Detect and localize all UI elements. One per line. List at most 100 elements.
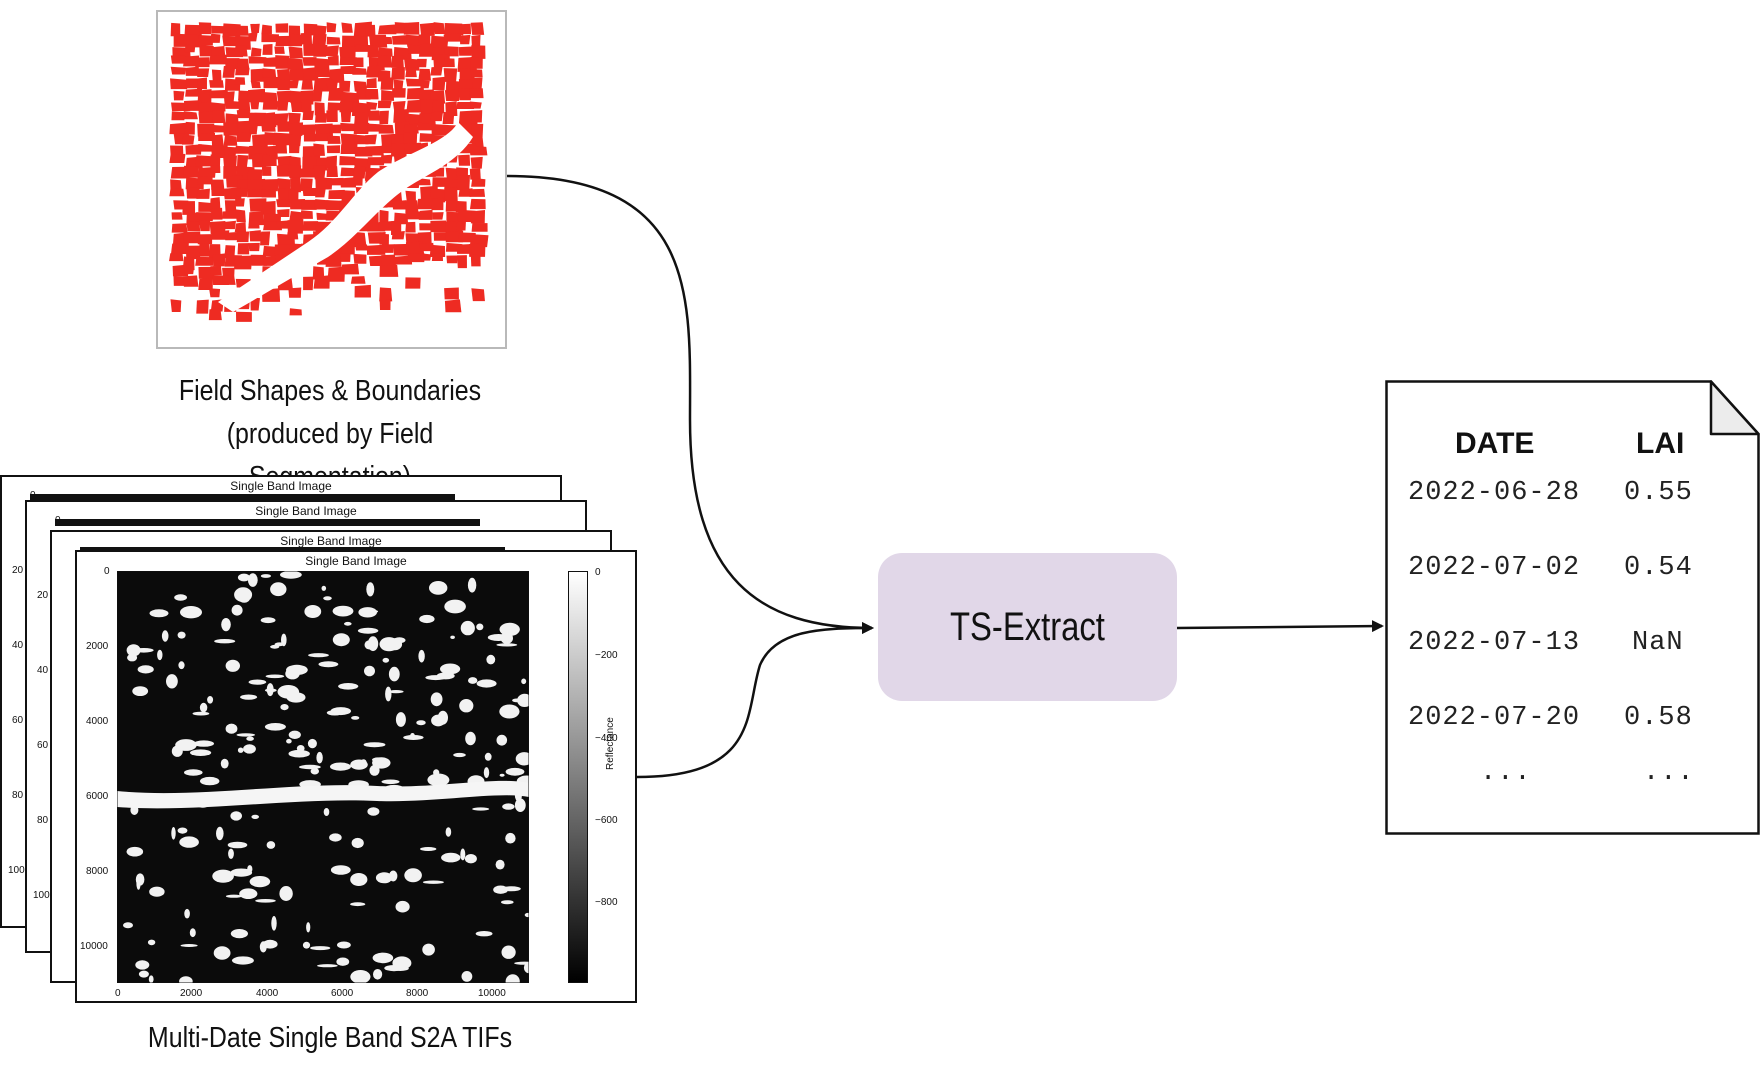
field-parcel <box>274 244 293 256</box>
terrain-patch <box>262 939 278 949</box>
back-tick: 100 <box>8 865 25 876</box>
terrain-patch <box>445 827 452 837</box>
terrain-patch <box>236 733 256 737</box>
field-parcel <box>181 134 195 145</box>
field-parcel <box>353 166 366 179</box>
terrain-patch <box>149 609 169 618</box>
field-parcel <box>327 266 346 282</box>
field-parcel <box>444 22 464 36</box>
field-parcel <box>288 46 303 59</box>
terrain-patch <box>171 827 176 840</box>
terrain-patch <box>216 826 224 841</box>
field-parcel <box>407 44 424 54</box>
field-parcel <box>368 110 380 121</box>
field-parcel <box>170 299 182 312</box>
field-parcel <box>377 54 392 68</box>
terrain-patch <box>149 886 165 897</box>
y-tick: 0 <box>104 566 110 577</box>
field-parcel <box>444 187 458 201</box>
terrain-patch <box>189 928 196 938</box>
field-parcel <box>379 299 391 311</box>
field-parcel <box>170 54 186 64</box>
field-parcel <box>419 242 434 252</box>
terrain-patch <box>379 637 399 652</box>
connector-ts-to-output <box>1176 620 1384 633</box>
field-parcel <box>355 232 367 245</box>
terrain-patch <box>450 635 455 639</box>
field-parcel <box>419 253 432 261</box>
output-row-lai: 0.54 <box>1624 553 1693 583</box>
field-parcel <box>209 197 221 212</box>
terrain-patch <box>134 648 154 653</box>
field-parcel <box>456 220 466 231</box>
reflectance-image <box>117 571 529 983</box>
valley-band <box>117 780 529 809</box>
terrain-patch <box>179 836 199 848</box>
field-parcel <box>403 123 419 134</box>
field-parcel <box>233 255 253 270</box>
terrain-patch <box>351 837 364 849</box>
field-parcel <box>287 219 304 234</box>
terrain-patch <box>496 734 508 746</box>
field-parcel <box>301 79 314 90</box>
terrain-patch <box>475 931 493 937</box>
terrain-patch <box>515 752 529 766</box>
field-parcel <box>339 253 351 262</box>
terrain-patch <box>486 654 496 665</box>
terrain-patch <box>127 654 138 662</box>
colorbar-tick: −600 <box>595 815 618 826</box>
field-parcel <box>196 68 210 78</box>
field-parcel <box>250 254 267 266</box>
field-parcel <box>173 33 189 47</box>
field-parcel <box>391 88 406 98</box>
terrain-patch <box>232 956 254 965</box>
field-parcel <box>430 35 449 49</box>
terrain-patch <box>212 869 234 883</box>
field-parcel <box>289 33 302 47</box>
field-parcel <box>431 253 444 261</box>
field-parcel <box>209 54 227 65</box>
field-parcel <box>236 231 250 243</box>
terrain-patch <box>372 952 394 964</box>
field-parcel <box>170 242 189 255</box>
field-parcel <box>367 44 380 58</box>
field-parcel <box>315 112 327 123</box>
terrain-patch <box>308 653 329 658</box>
terrain-patch <box>388 666 400 682</box>
terrain-patch <box>280 571 302 579</box>
field-parcel <box>405 277 421 289</box>
field-parcel <box>221 210 239 219</box>
terrain-patch <box>310 767 319 775</box>
field-parcel <box>406 99 424 113</box>
field-parcel <box>198 111 215 124</box>
field-parcel <box>377 100 392 109</box>
field-parcel <box>211 186 225 197</box>
field-parcel <box>199 220 211 232</box>
field-parcel <box>326 36 341 45</box>
terrain-patch <box>184 769 203 776</box>
terrain-patch <box>231 604 243 616</box>
field-parcel <box>326 177 344 186</box>
field-parcel <box>313 143 325 156</box>
field-parcel <box>262 100 278 110</box>
terrain-patch <box>304 605 322 618</box>
terrain-patch <box>425 675 447 681</box>
terrain-patch <box>286 664 308 675</box>
field-parcel <box>354 243 369 251</box>
field-parcel <box>443 58 455 68</box>
field-parcel <box>417 231 432 244</box>
tif-stack-caption: Multi-Date Single Band S2A TIFs <box>147 1022 513 1054</box>
terrain-patch <box>288 749 310 758</box>
field-parcel <box>458 46 473 56</box>
terrain-patch <box>166 674 178 689</box>
field-parcel <box>210 33 221 43</box>
field-parcel <box>261 91 278 103</box>
field-parcel <box>353 176 363 186</box>
terrain-patch <box>265 674 285 679</box>
field-parcel <box>184 121 195 135</box>
field-parcel <box>301 199 317 210</box>
field-parcel <box>325 155 337 169</box>
terrain-patch <box>225 723 238 734</box>
field-parcel <box>443 68 458 82</box>
terrain-patch <box>137 665 154 674</box>
